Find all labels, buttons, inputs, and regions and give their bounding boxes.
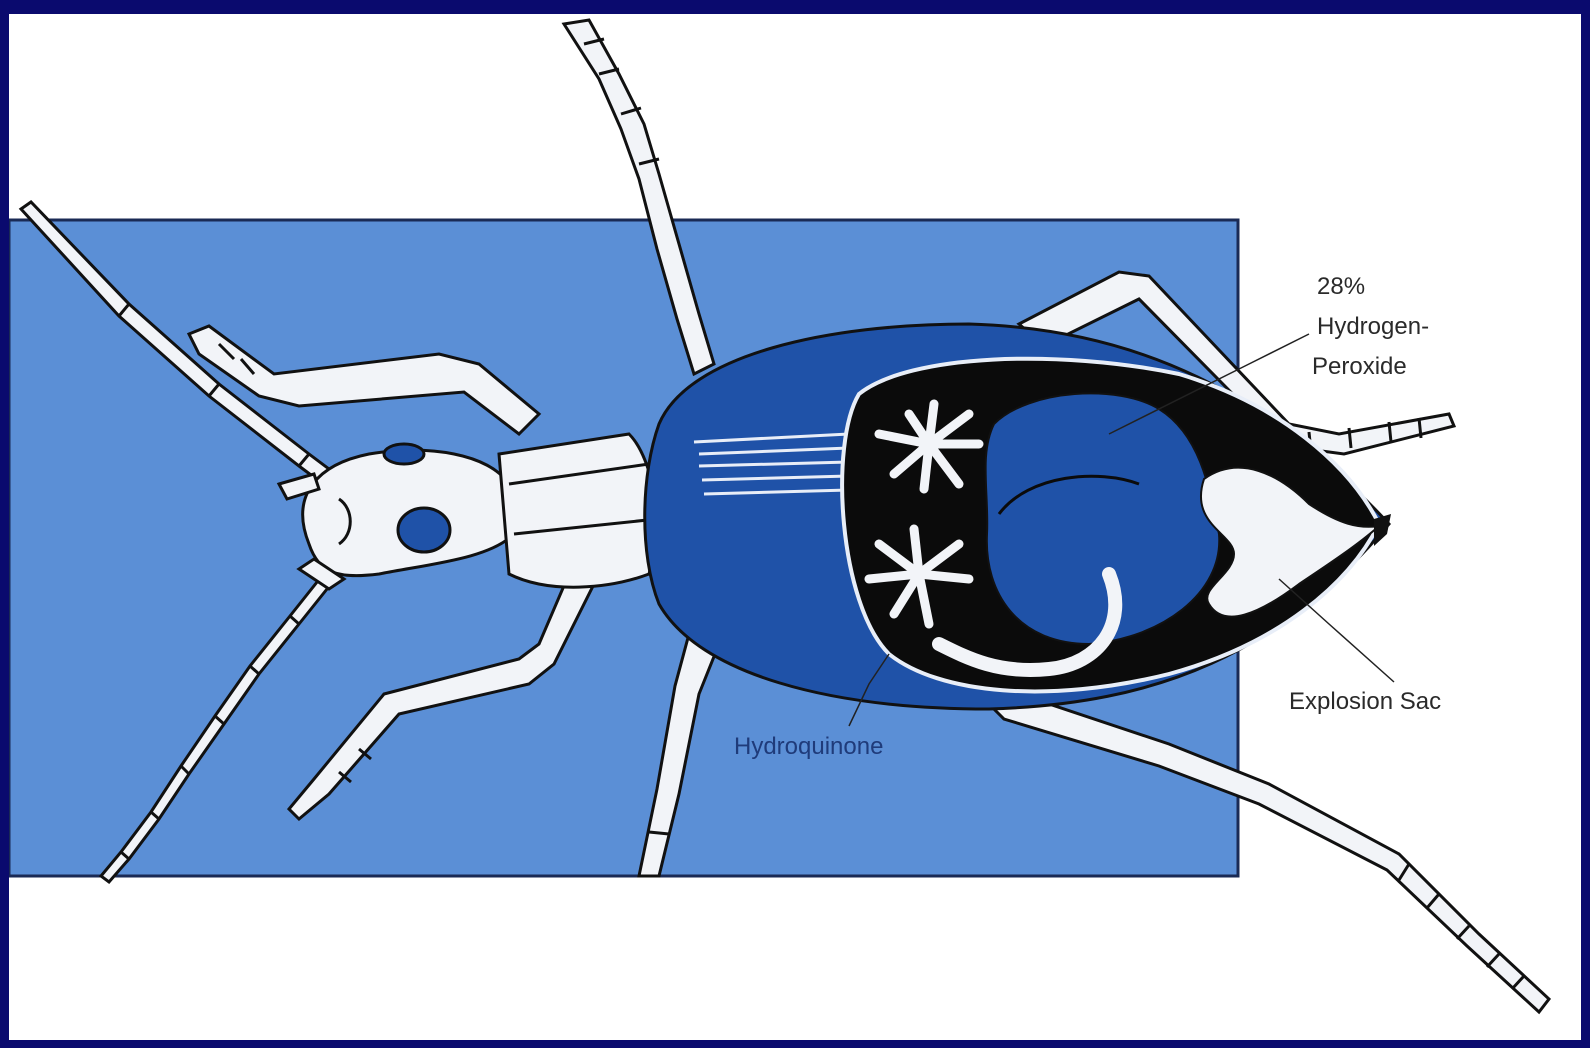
leader-explosion-sac: [1279, 579, 1394, 682]
bombardier-beetle-diagram: 28% Hydrogen- Peroxide Explosion Sac Hyd…: [9, 14, 1581, 1040]
label-peroxide-line1: Hydrogen-: [1317, 313, 1429, 340]
beetle-thorax: [499, 434, 659, 587]
slide-frame: 28% Hydrogen- Peroxide Explosion Sac Hyd…: [9, 14, 1581, 1040]
eye-top: [384, 444, 424, 464]
label-hydroquinone: Hydroquinone: [734, 733, 883, 760]
label-explosion-sac: Explosion Sac: [1289, 688, 1441, 715]
compound-eye: [398, 508, 450, 552]
abdomen-tip: [1374, 514, 1391, 546]
label-peroxide-percent: 28%: [1317, 273, 1365, 300]
label-peroxide-line2: Peroxide: [1312, 353, 1407, 380]
